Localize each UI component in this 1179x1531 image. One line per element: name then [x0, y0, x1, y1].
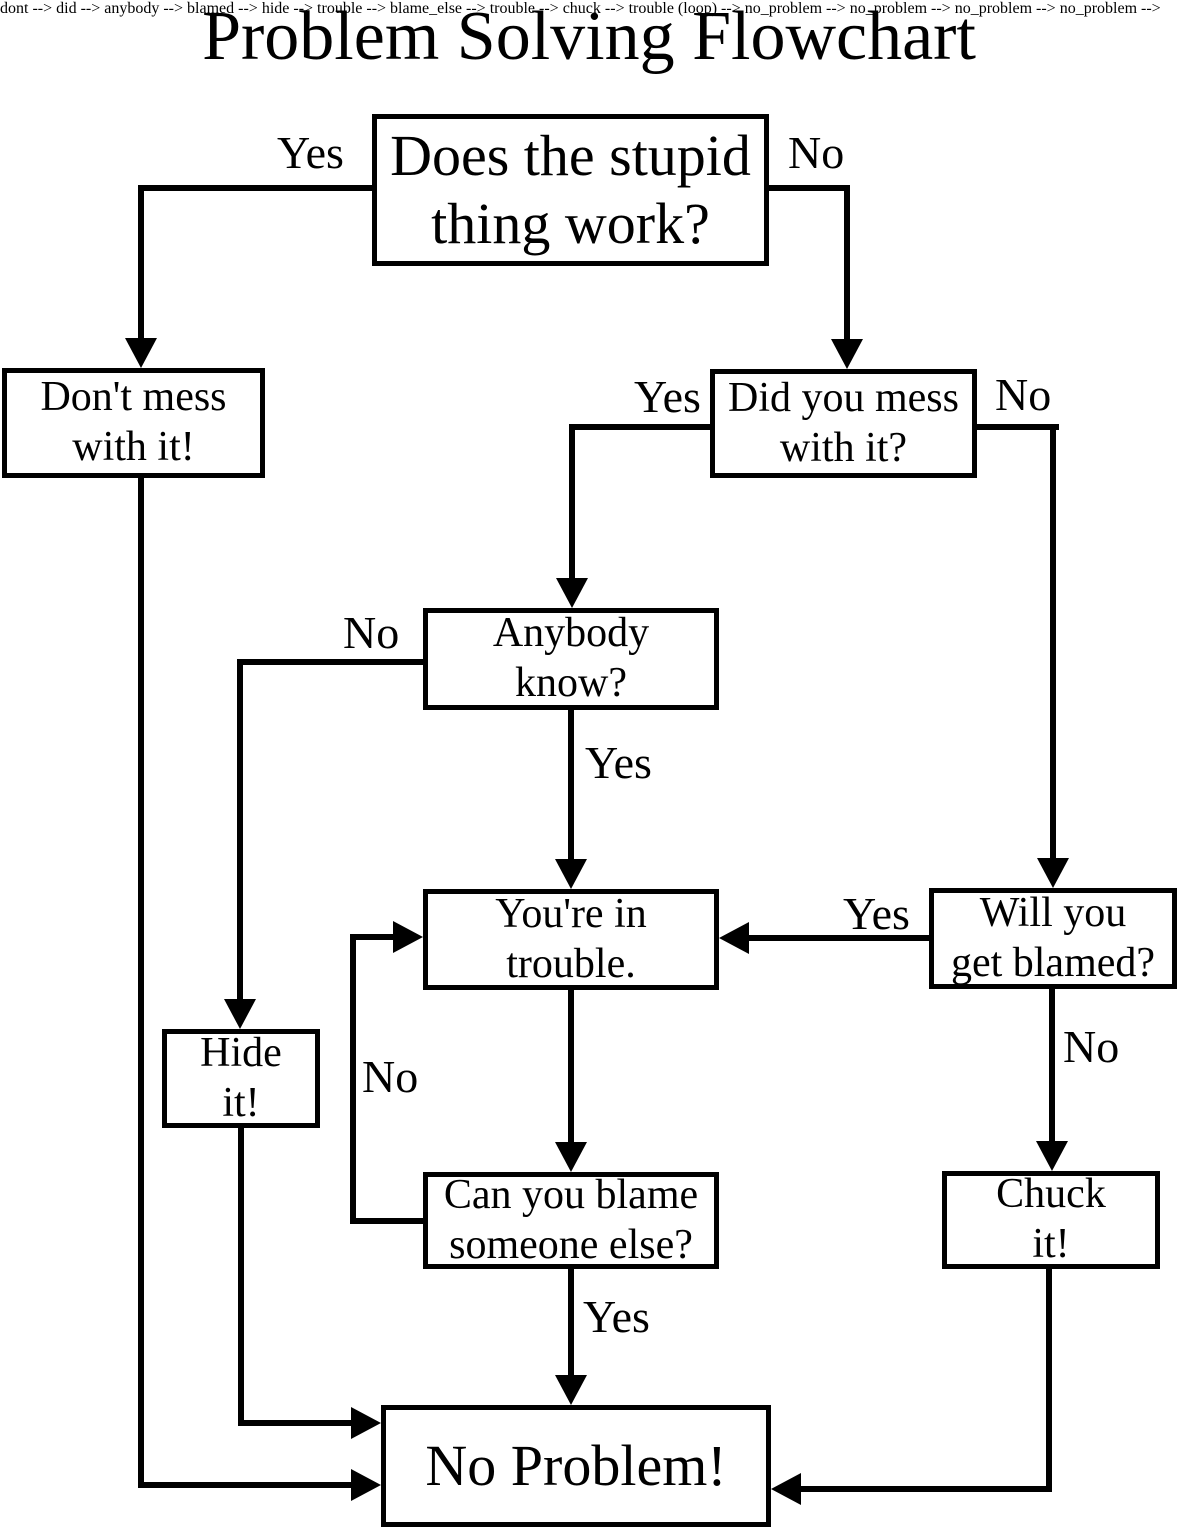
node-text-line: know? [515, 660, 627, 706]
node-did-you-mess-with-it: Did you mess with it? [710, 369, 977, 478]
node-text-line: You're in [495, 890, 647, 937]
edge-anybody-no-vline [237, 659, 243, 1001]
edge-label-did-yes: Yes [634, 371, 701, 422]
arrowhead-into-no-problem-top [555, 1375, 587, 1405]
edge-dont-vline [138, 478, 144, 1488]
edge-label-blamed-no: No [1063, 1021, 1120, 1072]
arrowhead-into-blame-else-top [555, 1142, 587, 1172]
edge-label-does-yes: Yes [277, 127, 344, 178]
arrowhead-into-dont-top [125, 338, 157, 368]
edge-trouble-down-vline [568, 990, 574, 1144]
edge-label-blamed-yes: Yes [843, 888, 910, 939]
node-will-you-get-blamed: Will you get blamed? [929, 888, 1177, 989]
edge-label-does-no: No [788, 127, 845, 178]
edge-did-no-vline [1050, 424, 1056, 860]
arrowhead-into-no-problem-left-lower [351, 1469, 381, 1501]
arrowhead-into-trouble-top [555, 859, 587, 889]
node-text-line: with it! [72, 424, 195, 470]
node-text-line: No Problem! [425, 1432, 727, 1498]
edge-blamed-yes-hline [749, 935, 929, 941]
edge-did-yes-hline [569, 424, 712, 430]
node-anybody-know: Anybody know? [423, 608, 719, 710]
node-does-the-stupid-thing-work: Does the stupid thing work? [372, 114, 769, 266]
node-hide-it: Hide it! [162, 1029, 320, 1128]
node-no-problem: No Problem! [381, 1405, 771, 1527]
edge-does-yes-hline [138, 185, 372, 191]
edge-does-yes-vline [138, 185, 144, 340]
edge-label-blame-else-yes: Yes [583, 1291, 650, 1342]
arrowhead-into-did-top [831, 339, 863, 369]
edge-blame-else-yes-vline [568, 1269, 574, 1377]
node-text-line: Anybody [492, 610, 650, 657]
node-dont-mess-with-it: Don't mess with it! [2, 368, 265, 478]
edge-did-yes-vline [569, 424, 575, 581]
edge-loop-no-bottom-hline [350, 1218, 423, 1224]
node-text-line: get blamed? [950, 939, 1156, 986]
edge-blamed-no-vline [1049, 989, 1055, 1143]
node-text-line: Don't mess [40, 374, 227, 421]
arrowhead-into-no-problem-right [771, 1473, 801, 1505]
edge-loop-no-vline [350, 934, 356, 1224]
node-text-line: with it? [779, 424, 908, 471]
node-text-line: Can you blame [443, 1171, 699, 1218]
arrowhead-into-no-problem-left-upper [351, 1407, 381, 1439]
node-text-line: it! [222, 1079, 260, 1126]
edge-hide-hline [238, 1420, 353, 1426]
edge-anybody-yes-vline [568, 710, 574, 861]
node-can-you-blame-someone-else: Can you blame someone else? [423, 1172, 719, 1269]
edge-hide-vline [238, 1128, 244, 1426]
edge-label-loop-no: No [362, 1051, 419, 1102]
edge-loop-no-top-hline [350, 934, 395, 940]
arrowhead-into-trouble-left [393, 921, 423, 953]
node-text-line: thing work? [431, 191, 710, 256]
node-text-line: trouble. [506, 940, 636, 987]
edge-label-anybody-no: No [343, 607, 400, 658]
node-text-line: it! [1032, 1221, 1070, 1267]
edge-dont-hline [138, 1482, 353, 1488]
arrowhead-into-chuck-top [1036, 1141, 1068, 1171]
edge-did-no-hline [977, 424, 1059, 430]
arrowhead-into-hide-top [224, 999, 256, 1029]
node-text-line: Does the stupid [390, 122, 751, 188]
node-youre-in-trouble: You're in trouble. [423, 889, 719, 990]
edge-anybody-no-hline [237, 659, 423, 665]
arrowhead-into-blamed-top [1037, 858, 1069, 888]
page-title: Problem Solving Flowchart [202, 0, 976, 75]
node-text-line: someone else? [449, 1221, 693, 1268]
node-text-line: Did you mess [728, 374, 959, 421]
node-text-line: Will you [979, 889, 1127, 936]
edge-chuck-vline [1046, 1269, 1052, 1492]
arrowhead-into-trouble-right [719, 922, 749, 954]
edge-does-no-vline [844, 185, 850, 341]
node-text-line: Hide [200, 1029, 282, 1076]
edge-label-anybody-yes: Yes [585, 737, 652, 788]
arrowhead-into-anybody-top [556, 578, 588, 608]
edge-label-did-no: No [995, 369, 1052, 420]
edge-chuck-hline [801, 1486, 1049, 1492]
node-chuck-it: Chuck it! [942, 1171, 1160, 1269]
node-text-line: Chuck [996, 1171, 1106, 1218]
edge-does-no-hline [769, 185, 850, 191]
